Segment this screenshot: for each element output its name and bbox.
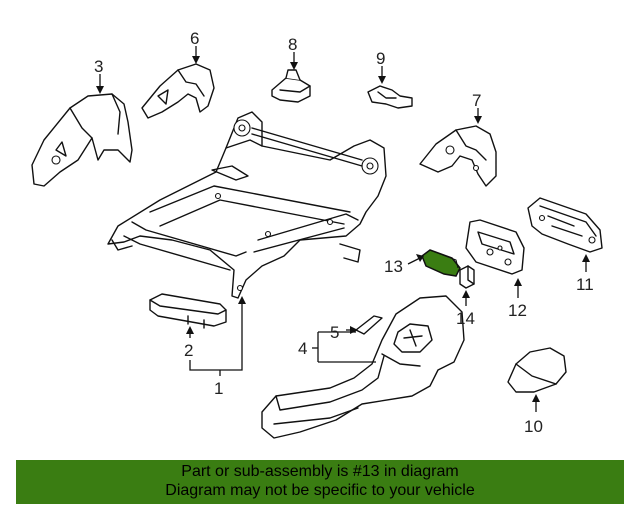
callout-8: 8 <box>288 35 297 54</box>
banner-line-1: Part or sub-assembly is #13 in diagram <box>181 463 459 480</box>
seat-frame[interactable] <box>107 111 387 299</box>
part-5-pin[interactable] <box>355 315 383 335</box>
callout-7: 7 <box>472 91 481 110</box>
callout-2: 2 <box>184 341 193 360</box>
part-2-motor[interactable] <box>149 293 227 329</box>
callout-12: 12 <box>508 301 527 320</box>
part-4-trim[interactable] <box>261 295 465 439</box>
banner-line-2: Diagram may not be specific to your vehi… <box>165 482 475 499</box>
part-9-bracket[interactable] <box>367 85 413 109</box>
callout-13: 13 <box>384 257 403 276</box>
part-12-switch-plate[interactable] <box>465 219 525 275</box>
part-14-knob[interactable] <box>459 265 475 289</box>
callout-5: 5 <box>330 323 339 342</box>
callout-1: 1 <box>214 379 223 398</box>
callout-14: 14 <box>456 309 475 328</box>
part-7-cover[interactable] <box>419 125 497 187</box>
callout-6: 6 <box>190 29 199 48</box>
part-8-bracket[interactable] <box>271 69 311 103</box>
callout-3: 3 <box>94 57 103 76</box>
leader-lines <box>96 46 590 412</box>
part-13-knob[interactable] <box>421 249 461 277</box>
part-3-shield[interactable] <box>31 93 133 187</box>
callout-10: 10 <box>524 417 543 436</box>
part-10-cover[interactable] <box>507 347 567 393</box>
callout-11: 11 <box>576 275 594 294</box>
part-6-cover[interactable] <box>141 63 215 119</box>
info-banner: Part or sub-assembly is #13 in diagram D… <box>16 460 624 504</box>
callout-9: 9 <box>376 49 385 68</box>
callout-4: 4 <box>298 339 307 358</box>
part-11-switch[interactable] <box>527 197 603 253</box>
